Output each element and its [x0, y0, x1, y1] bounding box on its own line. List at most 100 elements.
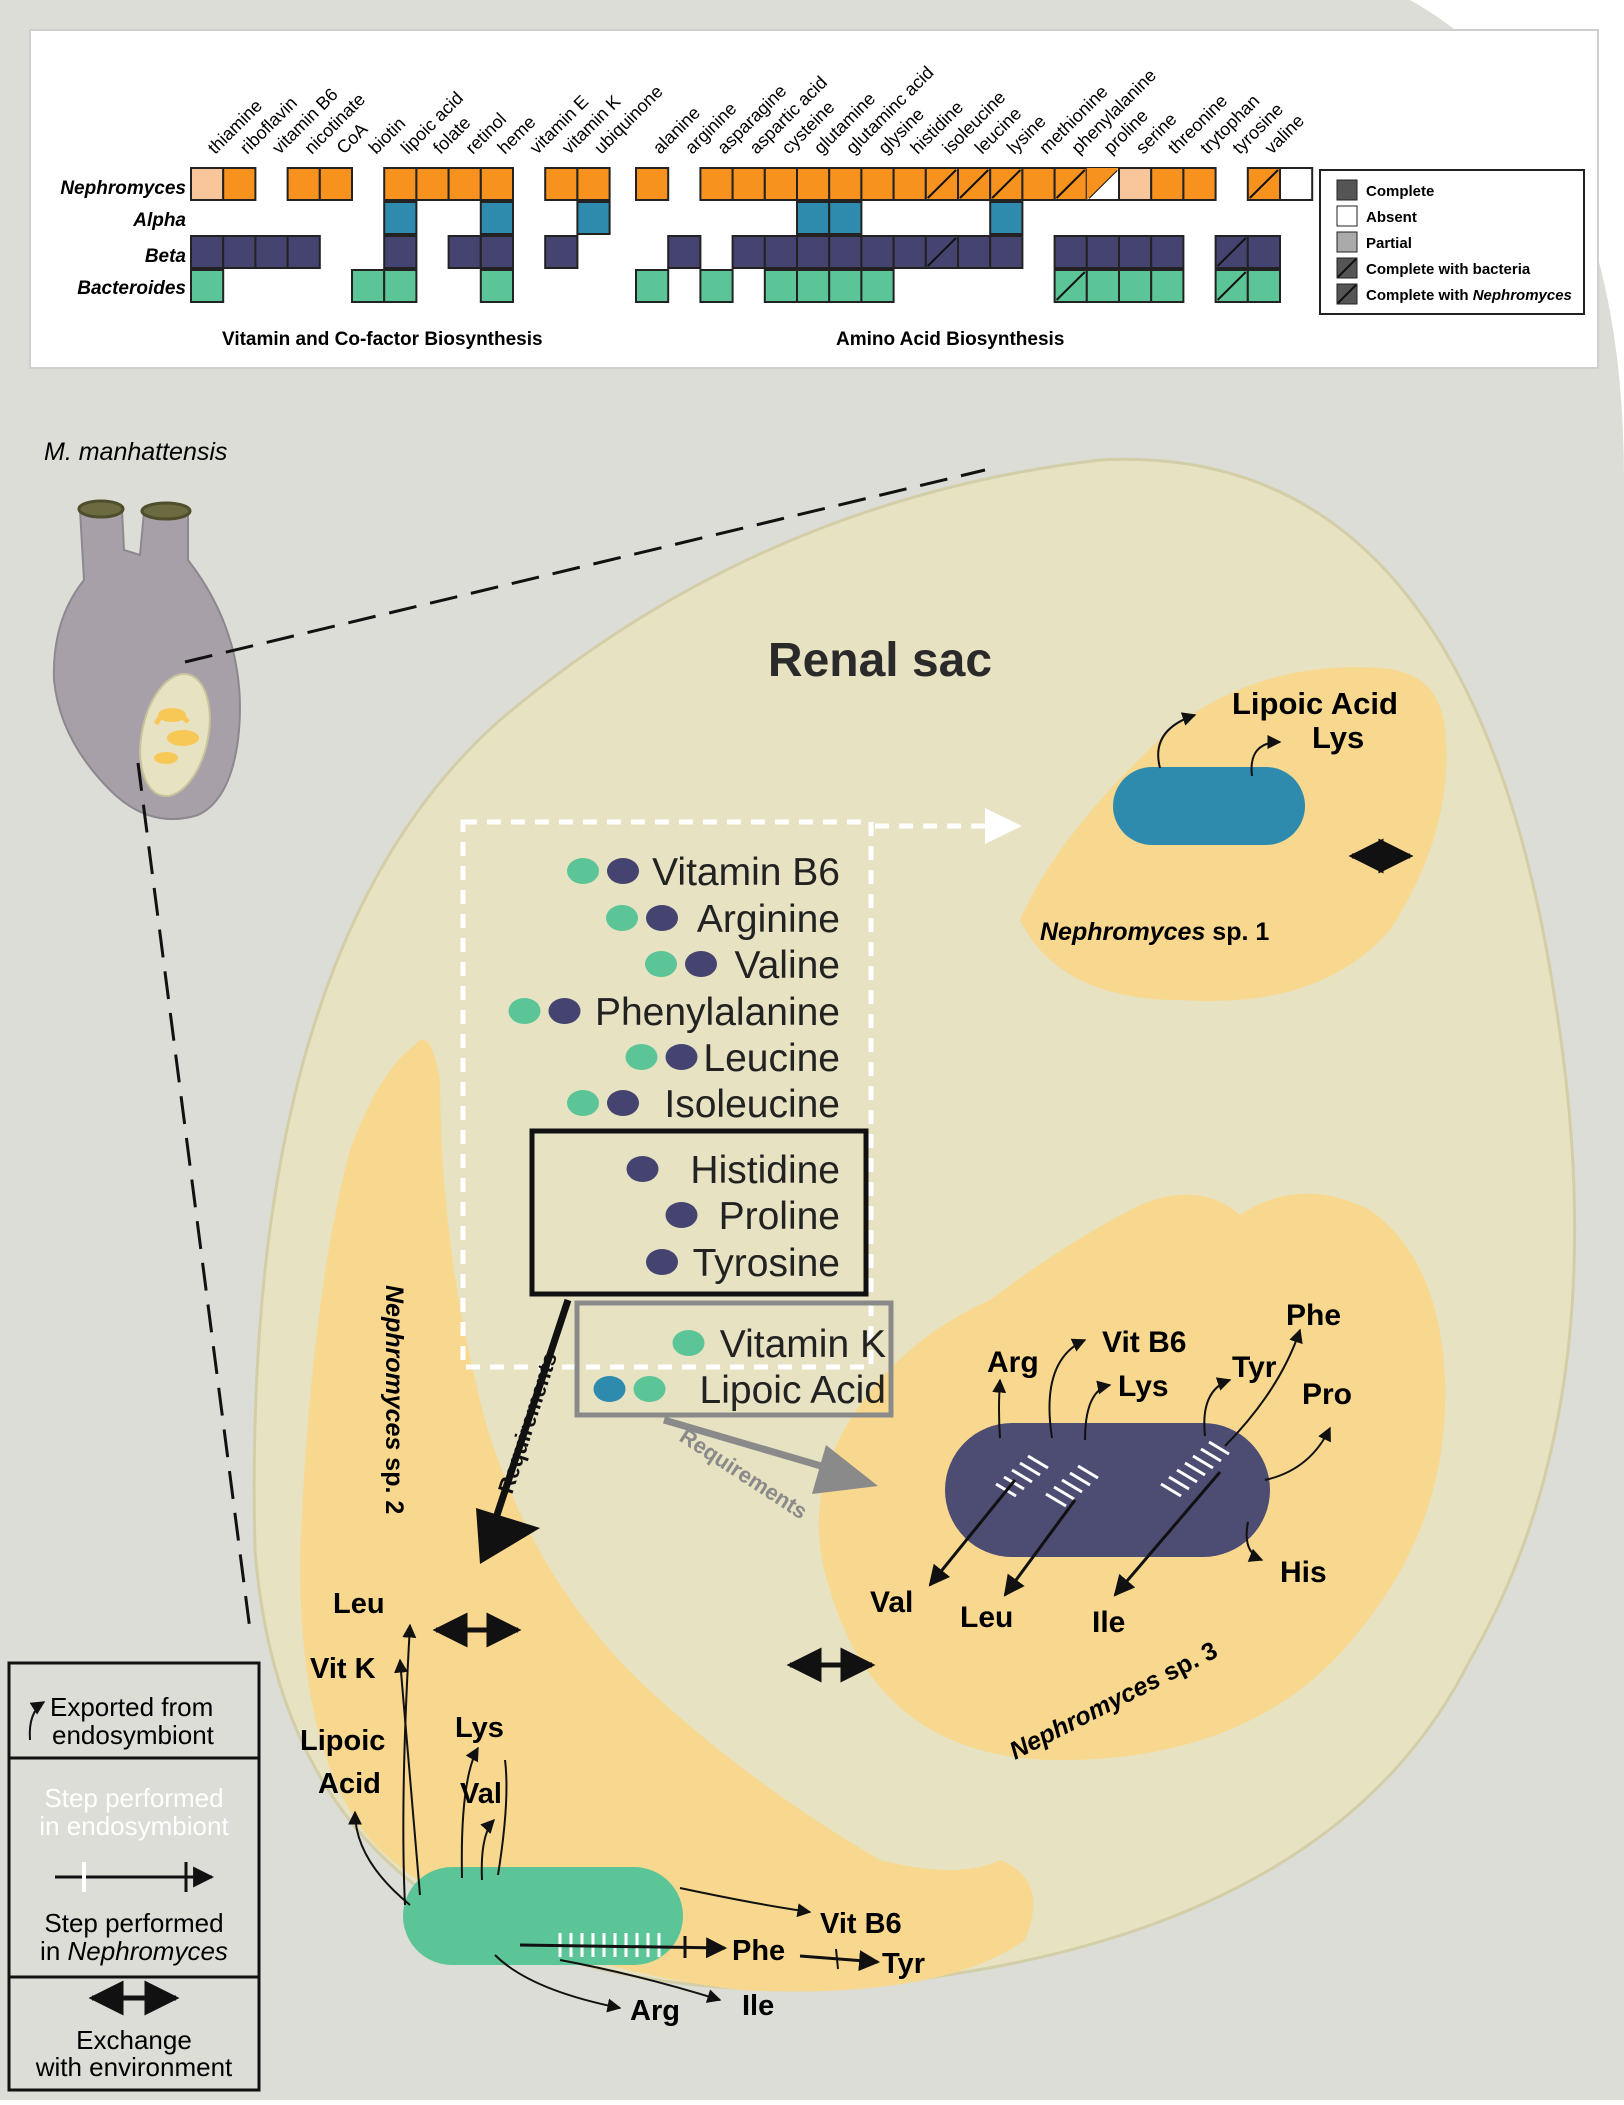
- heatmap-cell: [699, 167, 734, 201]
- step-mark: [1168, 1475, 1190, 1491]
- heatmap-cell: [763, 269, 798, 303]
- requirement-dot: [646, 1249, 678, 1275]
- sp1-arrow-lys: [1250, 735, 1282, 777]
- legend-step-neph-line2: in Nephromyces: [40, 1936, 228, 1966]
- beta-requirements-box: [529, 1128, 869, 1297]
- heatmap-cell: [667, 235, 702, 269]
- heatmap-cell: [699, 269, 734, 303]
- step-mark: [1045, 1492, 1067, 1508]
- legend-exported-line2: endosymbiont: [52, 1720, 215, 1750]
- requirement-dot: [625, 1044, 658, 1070]
- sp3-arrow-phe: [1224, 1328, 1303, 1447]
- step-arrow: [928, 1479, 1017, 1587]
- requirement-label: Phenylalanine: [595, 991, 840, 1034]
- heatmap-cell: [989, 235, 1024, 269]
- sp2-export-vitk: Vit K: [310, 1653, 376, 1685]
- heatmap-cell: [576, 201, 611, 235]
- sp2-label: Nephromyces sp. 2: [380, 1285, 408, 1514]
- sp3-step-marks: [928, 1440, 1230, 1597]
- requirement-dot: [607, 858, 639, 884]
- heatmap-cell: [254, 235, 289, 269]
- heatmap-cell: [860, 269, 895, 303]
- row-label-alpha: Alpha: [132, 210, 186, 231]
- step-mark: [1176, 1468, 1198, 1484]
- heatmap-cell: [828, 269, 863, 303]
- requirements-panel: Vitamin B6ArginineValinePhenylalanineLeu…: [460, 808, 1022, 1564]
- organism-label: M. manhattensis: [44, 438, 227, 466]
- heatmap-cell-diagonal: [959, 169, 989, 199]
- step-mark: [1069, 1471, 1091, 1487]
- sp2-arrow-ile: [559, 1959, 722, 2003]
- sp2-export-lys: Lys: [455, 1712, 504, 1744]
- heatmap-cell: [415, 167, 450, 201]
- heatmap-cell: [544, 235, 579, 269]
- heatmap-cell: [763, 167, 798, 201]
- step-mark: [1208, 1440, 1230, 1456]
- requirements-arrow-sp3: [663, 1416, 846, 1477]
- sp3-export-vitb6: Vit B6: [1102, 1326, 1186, 1359]
- legend-complete-nephromyces: Complete with Nephromyces: [1366, 287, 1572, 304]
- sp2-arrow-lipoic: [348, 1810, 411, 1906]
- sp2-export-tyr: Tyr: [882, 1948, 925, 1980]
- sp2-export-leu: Leu: [333, 1588, 385, 1620]
- heatmap-cell: [828, 167, 863, 201]
- sp1-link-arrowhead: [985, 808, 1022, 844]
- shared-requirements-box: [460, 819, 874, 1370]
- step-mark: [1184, 1461, 1206, 1477]
- sp2-export-phe: Phe: [732, 1935, 785, 1967]
- legend-complete: Complete: [1366, 183, 1434, 200]
- requirement-dot: [633, 1376, 666, 1402]
- sp3-export-his: His: [1280, 1556, 1327, 1589]
- mini-cell-2: [167, 730, 199, 746]
- heatmap-cell: [383, 201, 418, 235]
- heatmap-cell: [989, 201, 1024, 235]
- heatmap-cell: [383, 269, 418, 303]
- heatmap-cell-diagonal: [1216, 271, 1247, 301]
- sp1-export-lipoic-acid: Lipoic Acid: [1232, 686, 1398, 721]
- heatmap-cell: [796, 201, 831, 235]
- sp2-arrow-vitk: [394, 1658, 421, 1896]
- sp3-export-arg: Arg: [987, 1346, 1039, 1379]
- heatmap-cell: [190, 167, 225, 201]
- heatmap-cell: [222, 167, 257, 201]
- sp3-arrow-vitb6: [1048, 1338, 1087, 1439]
- requirement-label: Valine: [734, 944, 840, 987]
- endosymbiont-bacteroides: [403, 1867, 683, 1965]
- heatmap-cell: [1118, 235, 1153, 269]
- heatmap-legend: Complete Absent Partial Complete with ba…: [1319, 169, 1585, 315]
- sp2-arrow-arg: [494, 1954, 622, 2013]
- sp3-arrow-lys: [1084, 1380, 1112, 1441]
- requirement-label: Vitamin K: [720, 1323, 886, 1366]
- requirements-arrowhead-sp2: [476, 1508, 540, 1564]
- sp2-arrow-lys: [460, 1746, 479, 1879]
- requirement-dot: [508, 998, 541, 1024]
- requirement-dot: [607, 1090, 639, 1116]
- group-label-vitamin: Vitamin and Co-factor Biosynthesis: [222, 329, 543, 350]
- heatmap-cell: [544, 167, 579, 201]
- requirement-dot: [665, 1044, 698, 1070]
- heatmap-cell: [1150, 269, 1185, 303]
- sp3-export-ile: Ile: [1092, 1606, 1125, 1639]
- sp3-export-val: Val: [870, 1586, 913, 1619]
- requirement-label: Arginine: [697, 898, 840, 941]
- pathway-legend: Exported from endosymbiont Step performe…: [7, 1661, 261, 2092]
- heatmap-cell: [635, 167, 670, 201]
- legend-exported-section: [11, 1665, 257, 1757]
- requirements-list: Vitamin B6ArginineValinePhenylalanineLeu…: [508, 851, 886, 1412]
- legend-swatch-absent: [1336, 205, 1358, 227]
- heatmap-cell: [286, 167, 321, 201]
- step-mark: [1200, 1447, 1222, 1463]
- requirement-dot: [567, 1090, 599, 1116]
- zoom-line-top: [184, 468, 986, 664]
- sp2-arrow-phe: [519, 1937, 728, 1959]
- sp2-export-acid: Acid: [318, 1768, 381, 1800]
- row-label-beta: Beta: [145, 246, 187, 267]
- heatmap-cell: [479, 167, 514, 201]
- sp3-export-pro: Pro: [1302, 1378, 1352, 1411]
- heatmap-cell: [796, 167, 831, 201]
- heatmap-cell: [796, 235, 831, 269]
- ascidian-illustration: [52, 499, 241, 821]
- requirements-arrowhead-sp3: [812, 1445, 878, 1494]
- heatmap-cell: [447, 235, 482, 269]
- requirement-dot: [606, 905, 638, 931]
